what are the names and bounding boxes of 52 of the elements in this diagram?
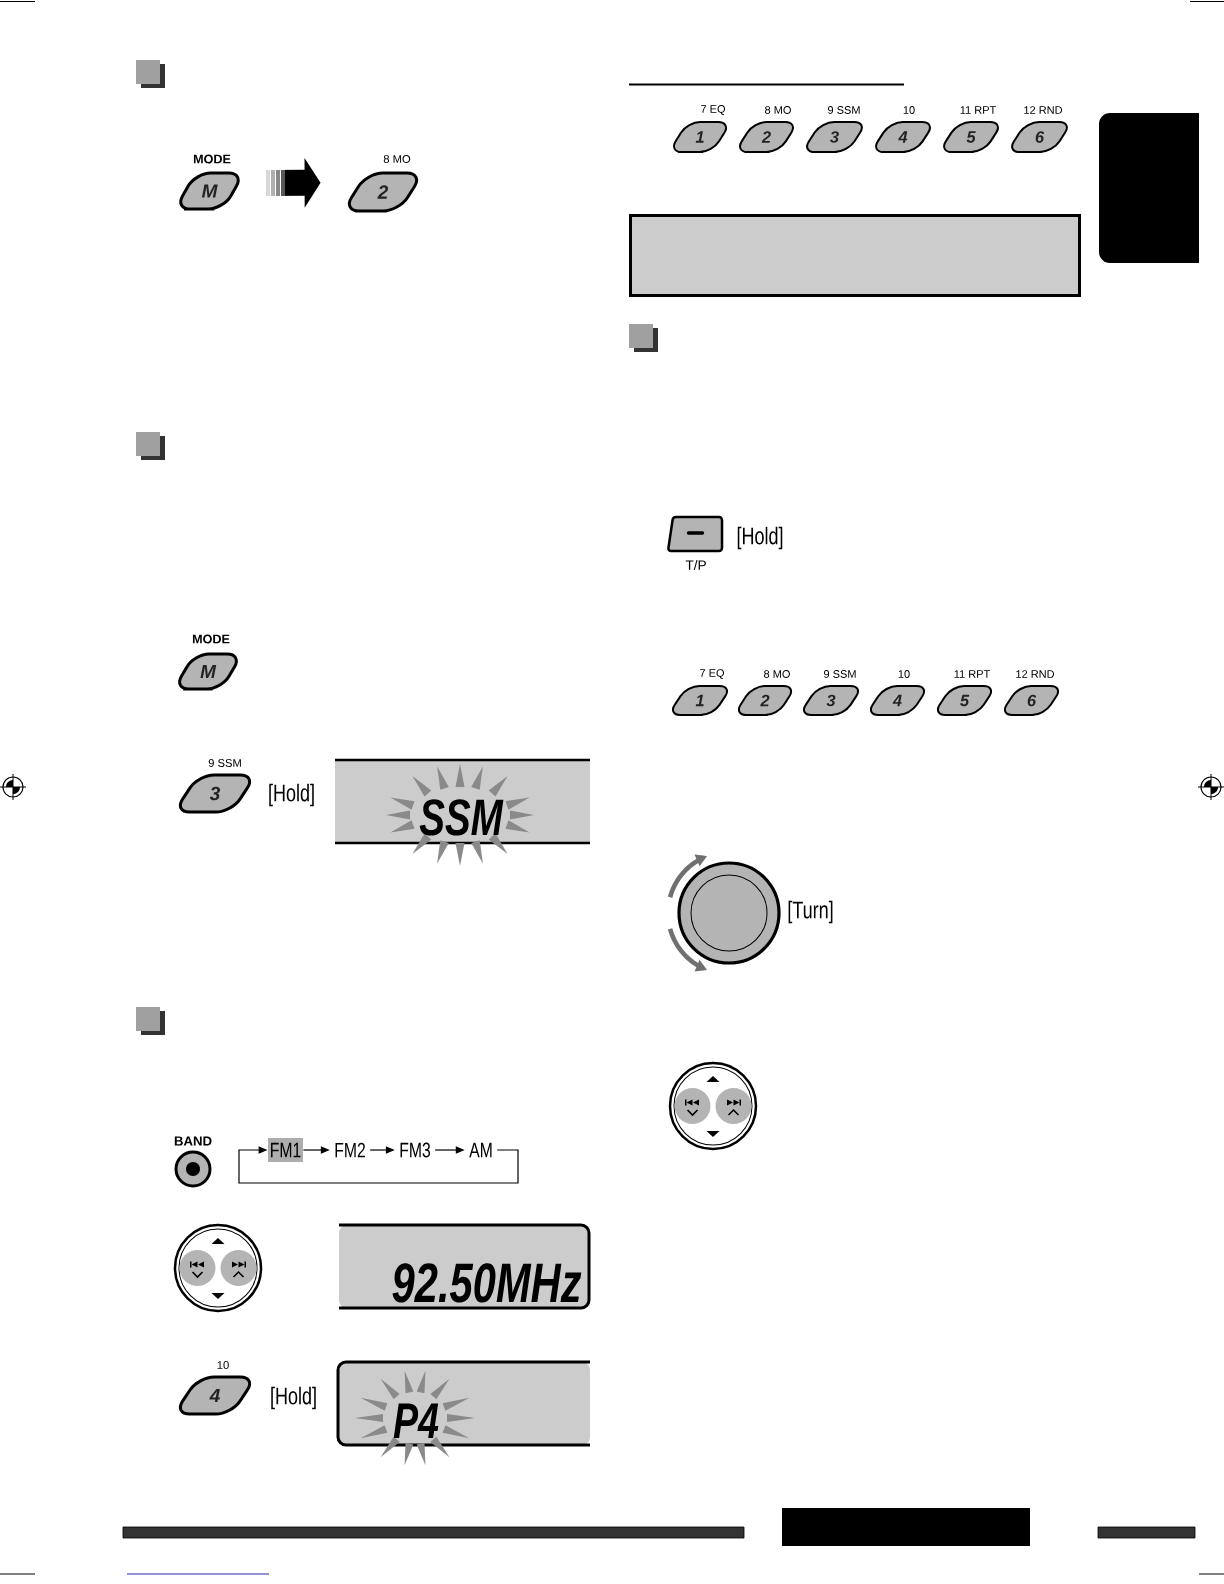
preset-button: 1	[673, 121, 727, 153]
function-label: 11 RPT	[954, 670, 990, 678]
preset-button: 2	[739, 121, 794, 153]
function-label: 7 EQ	[700, 669, 724, 679]
note-box	[629, 214, 1081, 297]
action-label: [Hold]	[271, 1386, 316, 1410]
function-label: 10	[903, 106, 915, 114]
function-label: 8 MO	[383, 155, 411, 163]
function-label: MODE	[192, 634, 230, 644]
function-label: 10	[217, 1361, 229, 1369]
function-label: 9 SSM	[208, 759, 241, 767]
function-label: 11 RPT	[960, 106, 996, 114]
preset-button: 2	[347, 171, 419, 213]
function-label: 8 MO	[765, 106, 791, 114]
preset-button: 3	[803, 685, 859, 716]
preset-button: 6	[1003, 685, 1060, 716]
control-pad	[668, 1061, 758, 1151]
arrow	[238, 1146, 519, 1184]
band-option: FM2	[335, 1142, 365, 1158]
function-label: 10	[898, 670, 910, 678]
lcd-display: 92.50MHz	[339, 1223, 591, 1310]
lcd-display: P4	[336, 1360, 590, 1466]
action-label: [Turn]	[788, 900, 833, 924]
preset-button: 5	[936, 685, 993, 716]
side-tab	[1099, 113, 1199, 263]
band-option: FM3	[400, 1142, 431, 1158]
action-label: [Hold]	[737, 526, 783, 550]
preset-button: 6	[1011, 121, 1068, 153]
preset-button: 1	[672, 685, 728, 716]
preset-button: 4	[875, 121, 931, 153]
function-label: 12 RND	[1024, 106, 1063, 114]
function-label: 7 EQ	[701, 105, 725, 115]
mode-button: M	[179, 171, 240, 211]
function-label: 12 RND	[1016, 670, 1055, 678]
band-option: FM1	[268, 1138, 303, 1162]
preset-button: 2	[737, 685, 793, 716]
mode-button: M	[178, 652, 238, 691]
function-label: 9 SSM	[824, 670, 856, 678]
function-label: 8 MO	[764, 670, 790, 678]
preset-button: 3	[806, 121, 863, 153]
band-option: AM	[469, 1142, 492, 1158]
control-pad	[173, 1223, 263, 1313]
function-label: T/P	[685, 560, 706, 570]
lcd-display: SSM	[335, 758, 590, 866]
preset-button: 4	[178, 1375, 252, 1416]
preset-button: 4	[869, 685, 926, 716]
preset-button: 5	[943, 121, 999, 153]
function-label: MODE	[193, 154, 231, 164]
action-label: [Hold]	[269, 783, 314, 807]
function-label: 9 SSM	[828, 106, 860, 114]
preset-button: 3	[178, 773, 252, 814]
function-label: BAND	[174, 1136, 212, 1146]
